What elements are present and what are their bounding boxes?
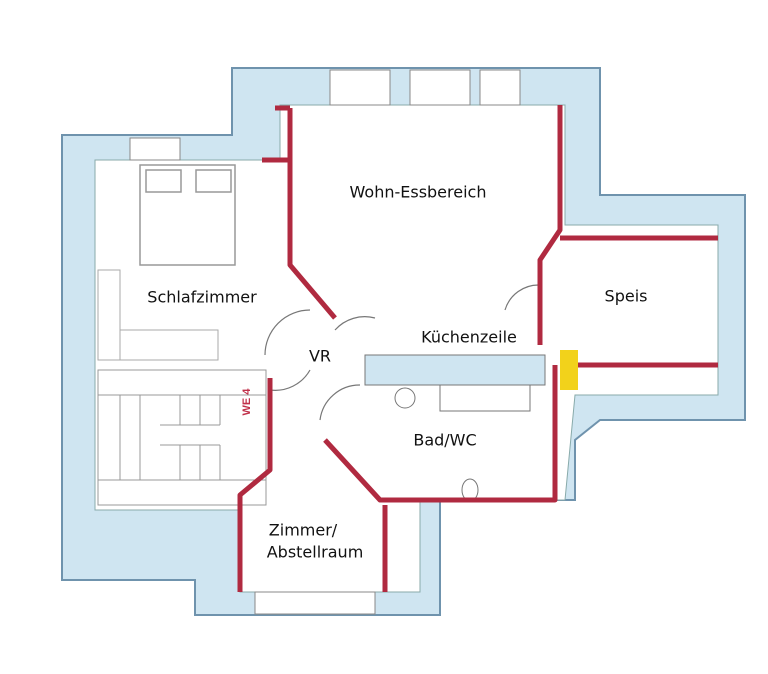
unit-label: WE 4 xyxy=(241,388,253,416)
washbasin xyxy=(394,387,416,409)
room-label-kuechenzeile: Küchenzeile xyxy=(417,326,521,348)
walls xyxy=(237,105,718,592)
windows xyxy=(129,69,521,615)
room-label-bad-wc: Bad/WC xyxy=(413,430,477,450)
chimney xyxy=(560,350,578,390)
door-swings xyxy=(264,284,541,421)
room-label-vr: VR xyxy=(308,346,332,366)
room-label-speis: Speis xyxy=(604,286,648,306)
kitchen-counter xyxy=(364,354,546,386)
room-label-schlafzimmer: Schlafzimmer xyxy=(147,287,257,307)
room-label-zimmer: Zimmer/ xyxy=(268,520,338,540)
wardrobe xyxy=(97,269,219,361)
room-label-abstellraum: Abstellraum xyxy=(266,542,364,562)
room-label-wohn-essbereich: Wohn-Essbereich xyxy=(349,182,487,202)
bed xyxy=(139,164,236,266)
staircase xyxy=(97,369,267,506)
